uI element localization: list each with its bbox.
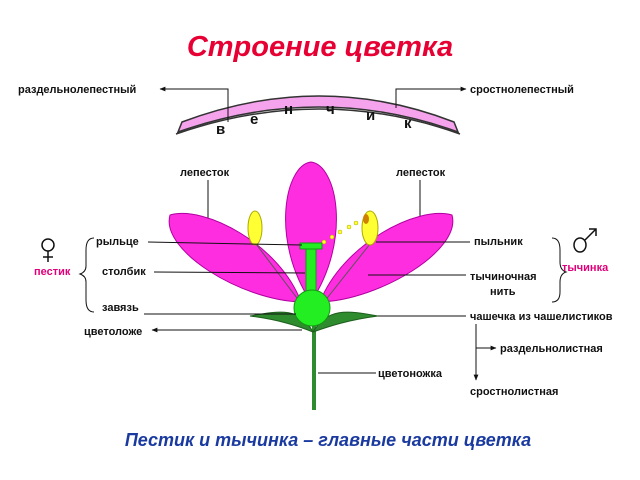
label-separate-petals: раздельнолепестный — [18, 84, 136, 96]
petal-right — [319, 213, 454, 303]
label-calyx: чашечка из чашелистиков — [470, 311, 613, 323]
label-filament-line2: нить — [490, 286, 516, 298]
label-style: столбик — [102, 266, 146, 278]
label-receptacle: цветоложе — [84, 326, 142, 338]
corolla-letter: ч — [326, 101, 335, 118]
label-pistil: пестик — [34, 266, 71, 278]
label-sepal-separate: раздельнолистная — [500, 343, 603, 355]
label-sepal-fused: сростнолистная — [470, 386, 558, 398]
label-petal-left: лепесток — [180, 167, 230, 179]
corolla-letter: е — [250, 111, 258, 128]
corolla-word: в е н ч и к — [216, 101, 412, 138]
label-fused-petals: сростнолепестный — [470, 84, 574, 96]
label-petal-right: лепесток — [396, 167, 446, 179]
corolla-band — [176, 95, 460, 134]
corolla-letter: к — [404, 115, 412, 132]
anther-pollen-sac — [363, 214, 369, 224]
female-symbol-icon — [41, 238, 55, 262]
petal-left — [168, 213, 302, 303]
anther-left — [247, 210, 263, 246]
page-title: Строение цветка — [187, 31, 453, 63]
page-subtitle: Пестик и тычинка – главные части цветка — [125, 430, 531, 450]
corolla-letter: н — [284, 101, 293, 118]
pistil-stigma — [299, 242, 323, 250]
male-symbol-icon — [573, 228, 597, 253]
corolla-letter: в — [216, 121, 225, 138]
label-stamen: тычинка — [562, 262, 609, 274]
label-anther: пыльник — [474, 236, 523, 248]
flower — [168, 161, 454, 410]
label-stigma: рыльце — [96, 236, 139, 248]
pistil-ovary — [293, 289, 331, 327]
pistil-style — [305, 245, 317, 297]
label-filament-line1: тычиночная — [470, 271, 537, 283]
pollen-dots — [321, 220, 359, 245]
label-pedicel: цветоножка — [378, 368, 443, 380]
corolla-letter: и — [366, 107, 375, 124]
petal-center — [285, 161, 337, 303]
label-ovary: завязь — [102, 302, 139, 314]
filament-right — [323, 243, 371, 303]
